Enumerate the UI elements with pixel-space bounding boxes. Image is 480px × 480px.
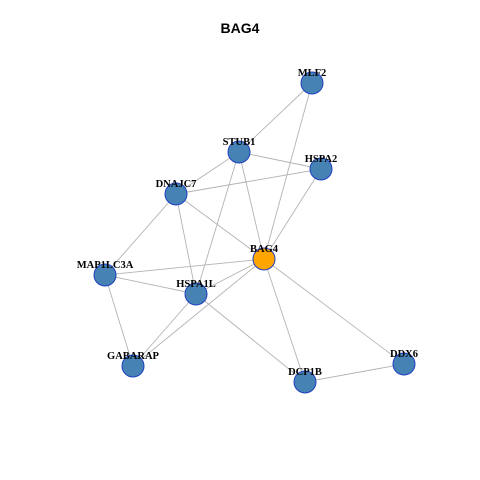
node-label-gabarap: GABARAP (107, 351, 160, 362)
edge-stub1-hspa2 (238, 151, 322, 170)
edge-hspa2-bag4 (263, 168, 322, 260)
node-label-stub1: STUB1 (223, 137, 256, 148)
edge-mlf2-stub1 (238, 82, 313, 153)
node-label-dnajc7: DNAJC7 (156, 179, 197, 190)
graph-title: BAG4 (220, 20, 260, 36)
edge-map1lc3a-bag4 (104, 258, 265, 276)
edge-dcp1b-ddx6 (304, 363, 405, 383)
node-label-ddx6: DDX6 (390, 349, 418, 360)
node-mlf2[interactable] (300, 71, 324, 95)
node-hspa2[interactable] (309, 157, 333, 181)
edge-hspa1l-gabarap (132, 293, 197, 367)
edge-dnajc7-map1lc3a (104, 193, 177, 276)
edge-bag4-ddx6 (263, 258, 405, 365)
edge-map1lc3a-hspa1l (104, 274, 197, 295)
nodes-layer (93, 71, 416, 394)
node-label-hspa2: HSPA2 (305, 154, 337, 165)
edge-bag4-dcp1b (263, 258, 306, 383)
node-ddx6[interactable] (392, 352, 416, 376)
node-map1lc3a[interactable] (93, 263, 117, 287)
edge-gabarap-bag4 (132, 258, 265, 367)
edge-stub1-dnajc7 (175, 151, 240, 195)
edge-mlf2-bag4 (263, 82, 313, 260)
edge-dnajc7-bag4 (175, 193, 265, 260)
node-label-mlf2: MLF2 (298, 68, 327, 79)
edge-dnajc7-hspa1l (175, 193, 197, 295)
node-stub1[interactable] (227, 140, 251, 164)
edge-stub1-hspa1l (195, 151, 240, 295)
node-hspa1l[interactable] (184, 282, 208, 306)
edge-dnajc7-hspa2 (175, 168, 322, 195)
node-dnajc7[interactable] (164, 182, 188, 206)
edges-layer (104, 82, 405, 383)
node-label-map1lc3a: MAP1LC3A (77, 260, 134, 271)
node-bag4[interactable] (252, 247, 276, 271)
node-label-hspa1l: HSPA1L (176, 279, 215, 290)
edge-map1lc3a-gabarap (104, 274, 134, 367)
node-label-bag4: BAG4 (250, 244, 279, 255)
edge-hspa1l-bag4 (195, 258, 265, 295)
node-gabarap[interactable] (121, 354, 145, 378)
edge-hspa1l-dcp1b (195, 293, 306, 383)
node-dcp1b[interactable] (293, 370, 317, 394)
edge-stub1-bag4 (238, 151, 265, 260)
node-label-dcp1b: DCP1B (288, 367, 322, 378)
